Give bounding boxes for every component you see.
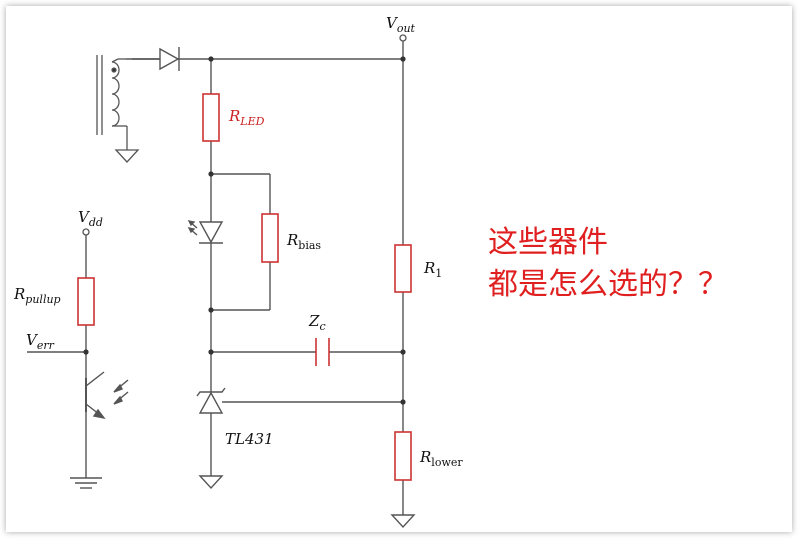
zc-capacitor-icon [315, 338, 330, 366]
rlower-resistor [394, 431, 412, 481]
junction-dot [208, 56, 214, 62]
junction-dot [208, 349, 214, 355]
transformer-icon [96, 55, 140, 163]
junction-dot [208, 171, 214, 177]
rled-resistor [202, 93, 220, 142]
rled-label: RLED [228, 107, 265, 128]
vdd-label: Vdd [78, 208, 103, 229]
junction-dot [400, 56, 406, 62]
junction-dot [400, 399, 406, 405]
r1-resistor [394, 244, 412, 293]
ground-icon [198, 475, 224, 490]
junction-dot [400, 349, 406, 355]
phototransistor-icon [85, 371, 129, 420]
r1-label: R1 [423, 259, 442, 280]
junction-dot [83, 349, 89, 355]
rbias-resistor [261, 213, 279, 263]
vdd-terminal-icon [82, 228, 90, 236]
tl431-label: TL431 [225, 430, 274, 448]
rlower-label: Rlower [419, 448, 463, 469]
rpullup-label: Rpullup [13, 285, 61, 306]
vout-label: Vout [386, 14, 416, 35]
rbias-label: Rbias [286, 231, 321, 252]
rpullup-resistor [77, 277, 95, 326]
rectifier-diode-icon [159, 47, 180, 71]
ground-icon [70, 477, 102, 489]
question-line-2: 都是怎么选的？？ [488, 267, 728, 302]
ground-icon [390, 514, 416, 529]
vout-terminal-icon [399, 34, 407, 42]
question-line-1: 这些器件 [488, 225, 608, 260]
zc-label: Zc [308, 312, 326, 333]
tl431-shunt-regulator-icon [196, 387, 226, 414]
junction-dot [208, 307, 214, 313]
verr-label: Verr [26, 331, 55, 352]
led-icon [187, 220, 224, 244]
